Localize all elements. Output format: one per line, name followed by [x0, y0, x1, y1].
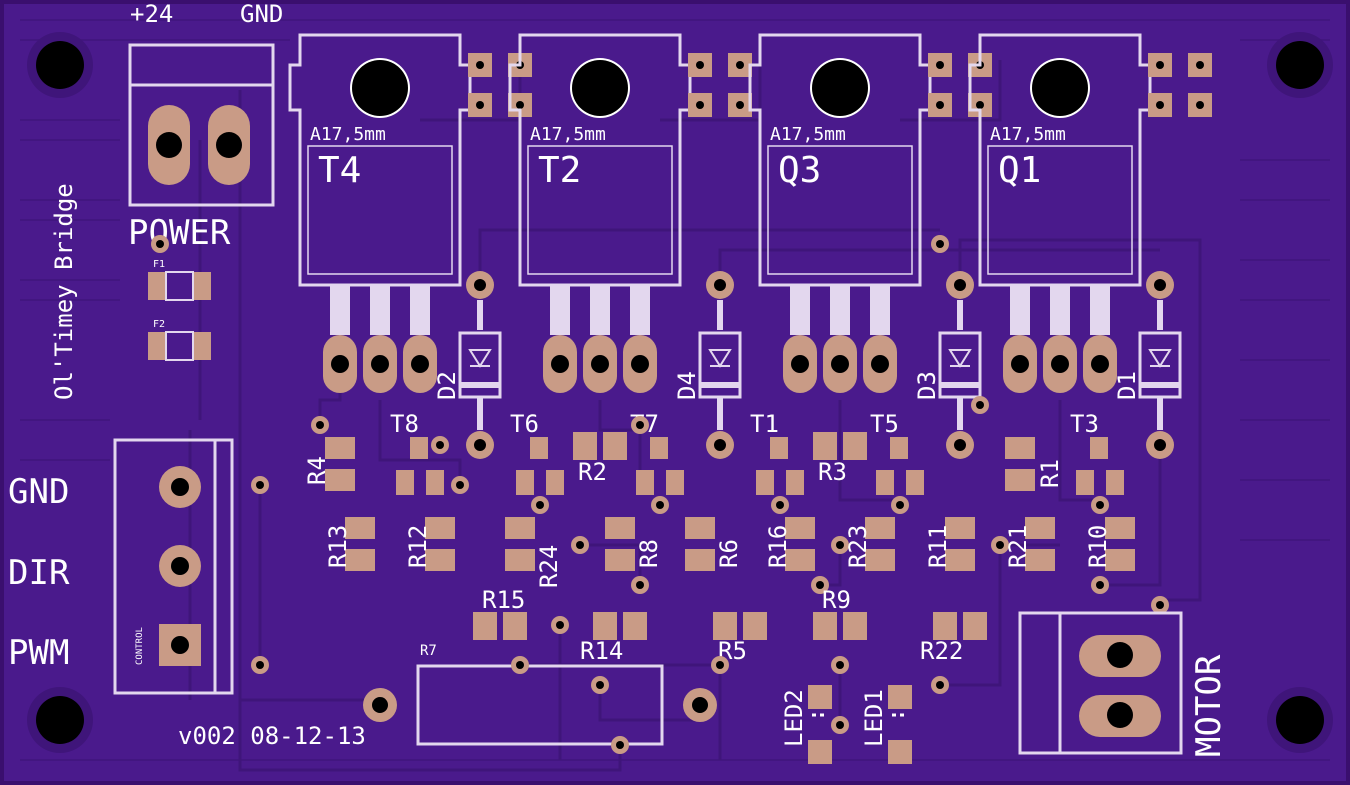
power-pin-label: +24 — [130, 0, 173, 28]
led-label: LED1 — [860, 689, 888, 747]
led-label: LED2 — [780, 689, 808, 747]
diode: D3 — [913, 271, 982, 459]
power-pin-label: GND — [240, 0, 283, 28]
transistor-mount-hole-icon — [812, 60, 868, 116]
transistor-label: T6 — [510, 410, 539, 438]
resistor-label: R6 — [715, 539, 743, 568]
resistor-label: R15 — [482, 586, 525, 614]
power-label: POWER — [128, 213, 231, 253]
diode-symbol-icon — [708, 349, 732, 368]
background-traces — [20, 19, 1330, 761]
diode-label: D4 — [673, 371, 701, 400]
mounting-hole-icon — [1276, 696, 1324, 744]
resistor-label: R13 — [324, 525, 352, 568]
diode-label: D2 — [433, 371, 461, 400]
resistor-label: R12 — [404, 525, 432, 568]
resistor-label: R14 — [580, 637, 623, 665]
control-pin-label: PWM — [8, 633, 69, 673]
mounting-hole-icon — [36, 696, 84, 744]
fuses: F1 F2 — [148, 235, 211, 361]
diode-symbol-icon — [1148, 349, 1172, 368]
transistor-ref-label: T2 — [538, 150, 581, 191]
control-connector: CONTROL GND DIR PWM — [8, 438, 269, 695]
diodes: D2 D4 D3 D1 — [433, 271, 1182, 459]
motor-label: MOTOR — [1189, 654, 1229, 757]
resistor-label: R1 — [1036, 459, 1064, 488]
diode-label: D3 — [913, 371, 941, 400]
fuse-label: F2 — [153, 319, 165, 330]
control-label: CONTROL — [135, 627, 145, 665]
transistor-label: T3 — [1070, 410, 1099, 438]
transistor-mount-hole-icon — [1032, 60, 1088, 116]
diode: D1 — [1113, 271, 1182, 459]
diode-symbol-icon — [468, 349, 492, 368]
fuse-label: F1 — [153, 259, 165, 270]
traces — [188, 60, 1202, 772]
mounting-hole-icon — [36, 41, 84, 89]
resistor-label: R23 — [844, 525, 872, 568]
transistor-mount-hole-icon — [572, 60, 628, 116]
diode-label: D1 — [1113, 371, 1141, 400]
control-pin-label: DIR — [8, 553, 70, 593]
transistor-mount-hole-icon — [352, 60, 408, 116]
mounting-holes — [27, 32, 1333, 753]
transistor-label: T5 — [870, 410, 899, 438]
heatsink-label: A17,5mm — [990, 124, 1066, 145]
resistor-label: R22 — [920, 637, 963, 665]
power-connector: +24 GND POWER — [128, 0, 283, 253]
control-pin-label: GND — [8, 472, 69, 512]
resistor-label: R10 — [1084, 525, 1112, 568]
version-label: v002 08-12-13 — [178, 722, 366, 750]
resistor-label: R2 — [578, 458, 607, 486]
diode: D4 — [673, 271, 742, 459]
resistor-label: R7 — [420, 643, 437, 659]
motor-connector: MOTOR — [1018, 611, 1229, 757]
resistor-label: R8 — [635, 539, 663, 568]
transistor-ref-label: Q1 — [998, 150, 1041, 191]
resistor-label: R4 — [303, 456, 331, 485]
resistor-label: R11 — [924, 525, 952, 568]
diode-symbol-icon — [948, 349, 972, 368]
transistor-ref-label: Q3 — [778, 150, 821, 191]
small-parts: R4 T8 T6 R2 T7 T1 R3 T5 R1 T3 — [303, 235, 1169, 764]
resistor-label: R24 — [535, 545, 563, 588]
transistor-ref-label: T4 — [318, 150, 361, 191]
board-title: Ol'Timey Bridge — [50, 183, 78, 400]
heatsink-label: A17,5mm — [310, 124, 386, 145]
resistor-label: R3 — [818, 458, 847, 486]
heatsink-label: A17,5mm — [530, 124, 606, 145]
resistor-label: R9 — [822, 586, 851, 614]
resistor-label: R21 — [1004, 525, 1032, 568]
mounting-hole-icon — [1276, 41, 1324, 89]
diode: D2 — [433, 271, 502, 459]
transistor-label: T1 — [750, 410, 779, 438]
transistor-label: T8 — [390, 410, 419, 438]
resistor-label: R16 — [764, 525, 792, 568]
heatsink-label: A17,5mm — [770, 124, 846, 145]
